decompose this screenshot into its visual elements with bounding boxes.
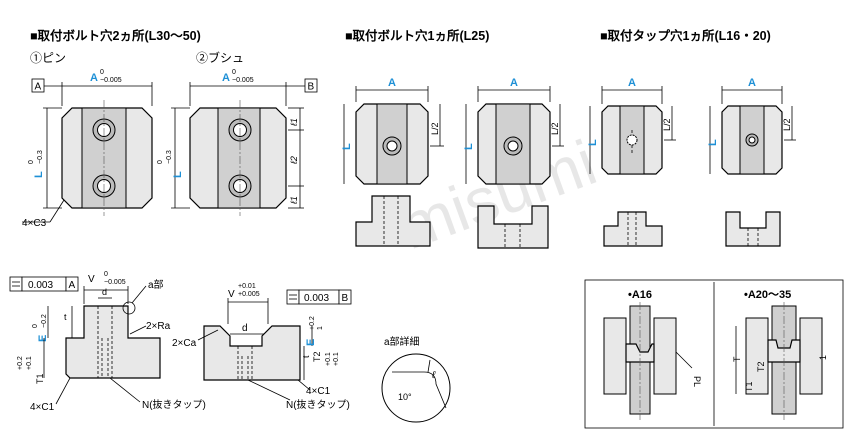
dim-e-pin: E	[37, 335, 49, 342]
l25-side-view-b	[477, 205, 549, 249]
l16-top-view-b	[721, 105, 783, 175]
l25-top-view-b	[477, 103, 551, 185]
tolerance-value-b: 0.003	[304, 293, 329, 304]
dim-a-l25-a: A	[388, 77, 396, 89]
dim-l-l16-b: L	[707, 139, 719, 146]
dim-half-l-l25-a: L/2	[430, 122, 440, 135]
datum-b-box	[304, 78, 318, 93]
tolerance-datum-a: A	[69, 280, 76, 291]
tol-t2-bush: +0.1	[325, 352, 332, 366]
assembly-a16	[603, 302, 677, 420]
tol-a-pin: −0.005	[100, 77, 122, 84]
box-a16: •A16	[628, 289, 652, 301]
dim-l1-top: ℓ1	[289, 118, 299, 127]
tol-e: −0.2	[41, 314, 48, 328]
dim-t2-bush: T2	[312, 351, 322, 362]
chamfer-ca: 2×Ca	[172, 338, 197, 349]
heading-tap-1: ■取付タップ穴1ヵ所(L16・20)	[600, 28, 771, 43]
dim-angle: 10°	[398, 392, 412, 402]
chamfer-c1-bush: 4×C1	[306, 386, 331, 397]
l16-side-view-a	[603, 211, 663, 247]
tol-l-bush: −0.3	[166, 150, 173, 164]
pin-section-view	[65, 301, 161, 379]
dim-l-bush: L	[172, 171, 184, 178]
tol-v-plus-bush: +0.01	[238, 283, 256, 290]
tol-v-pin: −0.005	[104, 279, 126, 286]
dim-d-pin: d	[102, 287, 107, 297]
variant-pin: ①ピン	[30, 51, 66, 65]
bush-section-view	[203, 325, 301, 381]
tol-l-zero-pin: 0	[28, 160, 35, 164]
dim-l-l25-a: L	[341, 143, 353, 150]
tol-t2b-bush: +0.1	[333, 352, 340, 366]
dim-half-l-l25-b: L/2	[550, 122, 560, 135]
dim-l-pin: L	[33, 171, 45, 178]
l25-top-view-a	[355, 103, 429, 185]
dim-half-l-l16-a: L/2	[662, 118, 672, 131]
dim-d-bush: d	[242, 323, 248, 334]
tol-a-zero-bush: 0	[232, 69, 236, 76]
dim-half-l-l16-b: L/2	[782, 118, 792, 131]
tolerance-datum-b: B	[342, 293, 349, 304]
dim-t-pin: t	[64, 312, 67, 322]
one-assembly: 1	[818, 355, 828, 360]
thread-label-bush: N(抜きタップ)	[286, 398, 350, 411]
a-detail-label: a部詳細	[384, 335, 420, 348]
tol-a-bush: −0.005	[232, 77, 254, 84]
variant-bush: ②ブシュ	[196, 50, 244, 65]
dim-l-small: ℓ	[431, 370, 436, 381]
tolerance-value-a: 0.003	[28, 280, 53, 291]
tol-t-bush: +0.2	[309, 316, 316, 330]
dim-v-bush: V	[228, 289, 235, 300]
dim-t1-assembly: T1	[744, 381, 754, 392]
dim-l-l16-a: L	[587, 139, 599, 146]
a-detail-circle	[381, 353, 451, 423]
dim-a-l25-b: A	[510, 77, 518, 89]
dim-l1-bottom: ℓ1	[289, 196, 299, 205]
tol-l-pin: −0.3	[37, 150, 44, 164]
dim-a-pin: A	[90, 72, 98, 84]
pl-label: PL	[692, 376, 702, 387]
dim-l2: ℓ2	[289, 156, 299, 165]
dim-t1-pin: T1	[35, 373, 45, 384]
tol-t1b: +0.1	[26, 356, 33, 370]
dim-l-l25-b: L	[463, 143, 475, 150]
dim-t2-assembly: T2	[756, 361, 766, 372]
chamfer-c1-pin: 4×C1	[30, 402, 55, 413]
tol-l-zero-bush: 0	[157, 160, 164, 164]
heading-bolt-2: ■取付ボルト穴2ヵ所(L30～50)	[30, 28, 201, 43]
tol-v-zero-pin: 0	[104, 271, 108, 278]
heading-bolt-1: ■取付ボルト穴1ヵ所(L25)	[345, 28, 489, 43]
thread-label-pin: N(抜きタップ)	[142, 398, 206, 411]
assembly-a20	[745, 302, 823, 420]
tol-t1a: +0.2	[17, 356, 24, 370]
dim-v-pin: V	[88, 274, 95, 285]
one-bush: 1	[317, 326, 324, 330]
dim-a-l16-a: A	[628, 77, 636, 89]
dim-a-l16-b: A	[748, 77, 756, 89]
l16-side-view-b	[725, 211, 781, 247]
datum-b-label: B	[308, 82, 315, 93]
tol-a-zero-pin: 0	[100, 69, 104, 76]
dim-t-bush: t	[301, 355, 311, 358]
dim-e-bush: E	[305, 339, 317, 346]
bush-plate-top-view	[189, 100, 287, 216]
l16-top-view-a	[601, 105, 663, 175]
a-part-label: a部	[148, 278, 164, 291]
datum-a-label: A	[35, 82, 42, 93]
tol-v-plus2-bush: +0.005	[238, 291, 260, 298]
l25-side-view-a	[355, 195, 431, 247]
pin-plate-top-view	[61, 100, 153, 216]
radius-ra: 2×Ra	[146, 321, 171, 332]
datum-a-box	[31, 78, 45, 93]
dim-a-bush: A	[222, 72, 230, 84]
dim-t-assembly: T	[732, 356, 742, 362]
box-a20: •A20～35	[744, 289, 791, 301]
chamfer-c3: 4×C3	[22, 218, 47, 229]
tol-e-zero: 0	[32, 324, 39, 328]
